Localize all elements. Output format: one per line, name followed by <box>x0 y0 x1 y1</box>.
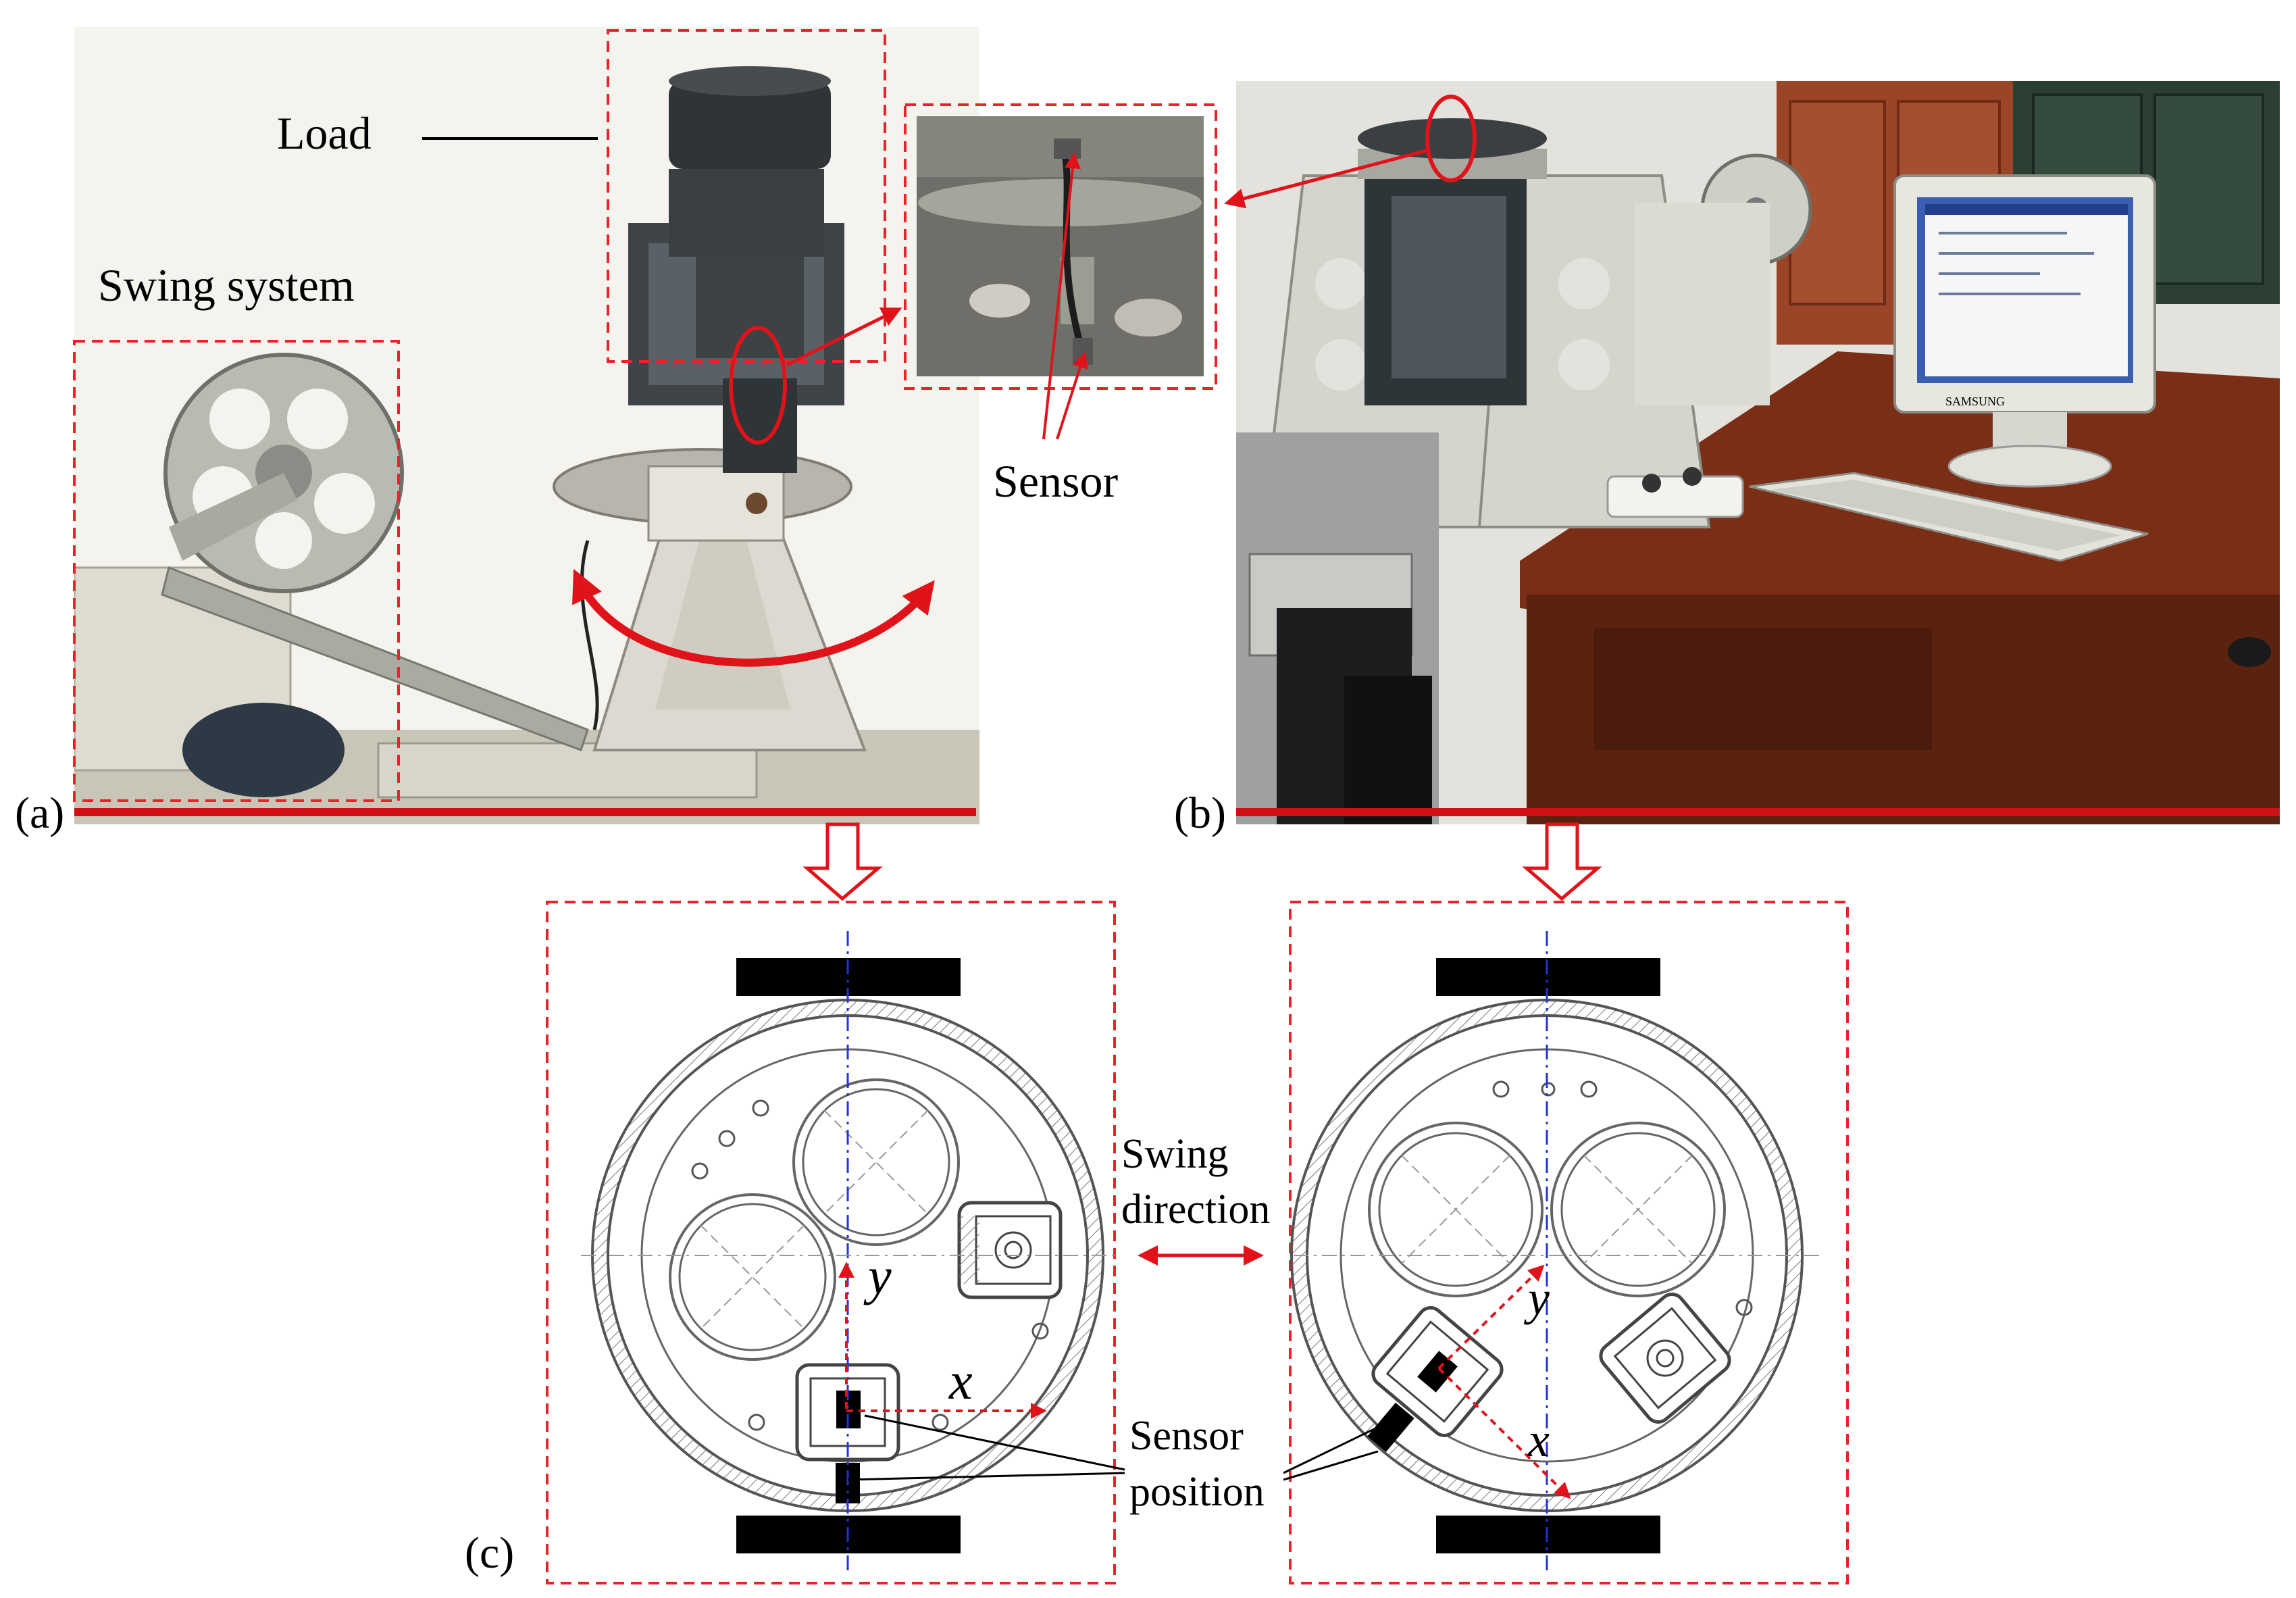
swing-motion-arrow <box>572 568 935 667</box>
panel-label-a: (a) <box>15 789 64 838</box>
panel-label-c: (c) <box>465 1528 514 1578</box>
drawing-left: y x <box>546 901 1116 1584</box>
photo-b: SAMSUNG <box>1236 81 2280 824</box>
monitor-brand: SAMSUNG <box>1945 395 2005 408</box>
panel-label-b: (b) <box>1174 789 1226 838</box>
axis-x-left: x <box>948 1351 973 1410</box>
sensor-inset-box <box>904 103 1217 390</box>
sensor-position-leader-2 <box>847 1472 1125 1481</box>
sensor-pointer-2 <box>1056 351 1088 440</box>
sensor-label: Sensor <box>993 455 1118 507</box>
swing-direction-line2: direction <box>1121 1187 1270 1232</box>
down-arrow-b <box>1522 822 1602 901</box>
sensor-pointer-1 <box>1042 152 1081 440</box>
axis-x-right: x <box>1527 1413 1550 1467</box>
sensor-position-line1: Sensor <box>1129 1413 1244 1459</box>
drawing-left-frame <box>546 901 1116 1584</box>
sensor-position-leader-3 <box>1283 1421 1389 1474</box>
sensor-circle-b <box>1425 95 1477 182</box>
load-object <box>669 66 831 358</box>
sensor-inset-photo <box>917 116 1204 376</box>
down-arrow-a <box>802 822 883 901</box>
swing-system-highlight-box <box>73 340 400 802</box>
photo-a <box>74 27 979 824</box>
axis-y-left: y <box>863 1247 892 1305</box>
sensor-position-leader-4 <box>1283 1450 1379 1481</box>
swing-system-label: Swing system <box>98 259 355 311</box>
axis-y-right: y <box>1523 1271 1550 1325</box>
sensor-circle-a <box>729 326 787 445</box>
bottom-bar-right <box>1436 1516 1660 1553</box>
swing-direction-line1: Swing <box>1121 1131 1228 1177</box>
top-bar-right <box>1436 958 1660 996</box>
monitor: SAMSUNG <box>1893 174 2156 488</box>
drawing-right-frame <box>1289 901 1849 1584</box>
sensor-position-leader-1 <box>864 1414 1125 1471</box>
zoom-arrow-b <box>1224 148 1429 209</box>
zoom-arrow-a <box>786 307 902 367</box>
drawing-right: y x <box>1289 901 1849 1584</box>
connecting-rod <box>161 566 589 751</box>
load-label: Load <box>277 107 372 159</box>
motor <box>182 703 345 797</box>
load-highlight-box <box>607 29 886 363</box>
sensor-position-line2: position <box>1129 1469 1265 1515</box>
